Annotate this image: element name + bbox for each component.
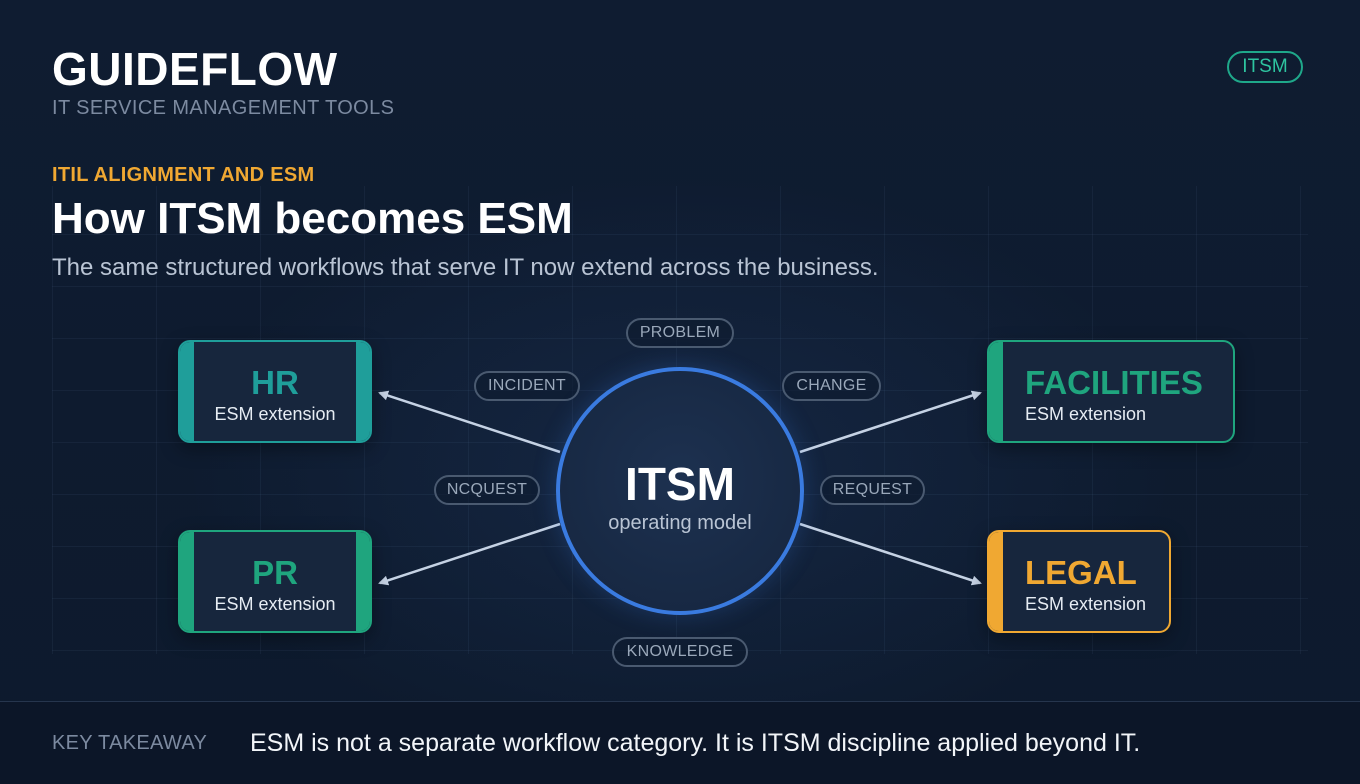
node-legal-subtitle: ESM extension	[1025, 594, 1147, 614]
page-subtitle: The same structured workflows that serve…	[52, 254, 879, 281]
itsm-hub: ITSM operating model	[556, 367, 804, 615]
node-facilities-accent-left	[989, 342, 1003, 441]
node-hr-accent-right	[356, 342, 370, 441]
node-hr-subtitle: ESM extension	[214, 404, 336, 424]
key-takeaway-text: ESM is not a separate workflow category.…	[250, 729, 1141, 757]
node-facilities-subtitle: ESM extension	[1025, 404, 1147, 424]
hub-title: ITSM	[625, 458, 735, 510]
node-facilities: FACILITIES ESM extension	[987, 340, 1235, 443]
node-pr-subtitle: ESM extension	[214, 594, 336, 614]
node-legal-title: LEGAL	[1025, 554, 1137, 591]
node-hr-accent-left	[180, 342, 194, 441]
tag-problem: PROBLEM	[626, 318, 734, 348]
node-hr: HR ESM extension	[178, 340, 372, 443]
node-facilities-title: FACILITIES	[1025, 364, 1203, 401]
hub-subtitle: operating model	[608, 512, 752, 534]
node-pr-title: PR	[252, 554, 298, 591]
section-eyebrow: ITIL ALIGNMENT AND ESM	[52, 164, 315, 186]
arrow-to-pr	[378, 522, 561, 586]
footer-divider	[0, 701, 1360, 702]
tag-request: REQUEST	[820, 475, 925, 505]
arrow-to-hr	[378, 390, 561, 454]
tag-ncquest: NCQUEST	[434, 475, 540, 505]
node-pr: PR ESM extension	[178, 530, 372, 633]
node-pr-accent-left	[180, 532, 194, 631]
tag-change: CHANGE	[782, 371, 881, 401]
brand-title: GUIDEFLOW	[52, 43, 338, 95]
arrow-to-legal	[799, 522, 982, 586]
tag-knowledge: KNOWLEDGE	[612, 637, 748, 667]
node-pr-accent-right	[356, 532, 370, 631]
node-hr-title: HR	[251, 364, 299, 401]
tag-incident: INCIDENT	[474, 371, 580, 401]
itsm-badge: ITSM	[1227, 51, 1303, 83]
arrow-to-facilities	[799, 390, 982, 454]
node-legal: LEGAL ESM extension	[987, 530, 1171, 633]
node-legal-accent-left	[989, 532, 1003, 631]
page-title: How ITSM becomes ESM	[52, 194, 573, 243]
footer-panel	[0, 702, 1360, 784]
key-takeaway-label: KEY TAKEAWAY	[52, 732, 208, 754]
brand-subtitle: IT SERVICE MANAGEMENT TOOLS	[52, 97, 395, 119]
